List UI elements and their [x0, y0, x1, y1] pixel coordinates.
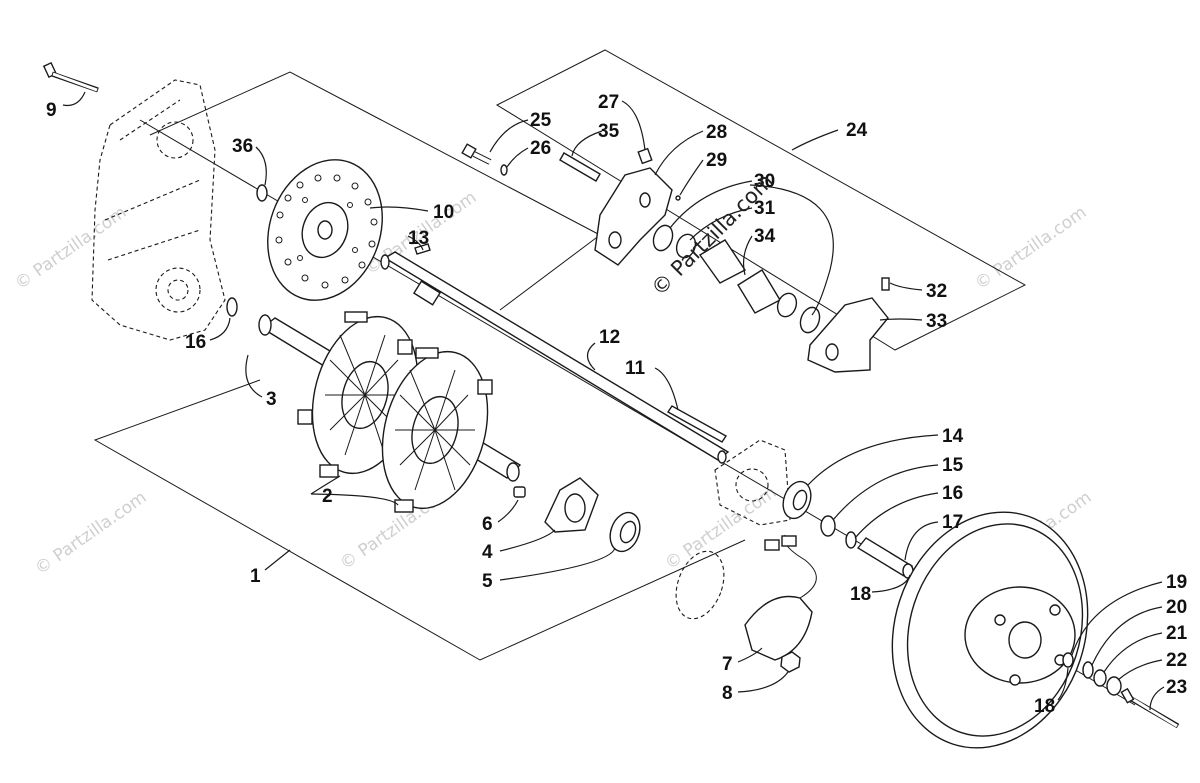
- callout-23: 23: [1166, 677, 1187, 698]
- pad-34b: [737, 269, 781, 314]
- chaincase-housing: [91, 79, 226, 341]
- callout-25: 25: [530, 110, 552, 131]
- pin-35: [559, 152, 601, 182]
- callout-12: 12: [599, 327, 620, 348]
- driven-sprocket-hub: [891, 511, 1089, 749]
- callout-22: 22: [1166, 650, 1187, 671]
- callout-6: 6: [482, 514, 493, 535]
- washer-36: [256, 184, 268, 202]
- watermark: © Partzilla.com: [31, 487, 150, 579]
- pad-34a: [698, 239, 747, 284]
- callout-26: 26: [530, 138, 551, 159]
- callout-11: 11: [625, 358, 646, 379]
- washer-19: [1062, 652, 1074, 668]
- caliper-body-28: [594, 167, 673, 266]
- sensor-7: [744, 534, 817, 661]
- callout-5: 5: [482, 571, 493, 592]
- drive-group-outline: [93, 379, 746, 661]
- cap-6: [513, 486, 526, 498]
- piston-31: [675, 233, 697, 259]
- pin-29: [675, 195, 681, 201]
- caliper-half-33: [807, 297, 889, 373]
- callout-28: 28: [706, 122, 727, 143]
- bleeder-32: [881, 277, 890, 291]
- dashed-plate: [675, 550, 725, 620]
- callout-18b: 18: [1034, 696, 1055, 717]
- seal-30b: [799, 306, 821, 334]
- bearing-housing: [714, 439, 791, 526]
- washer-15: [820, 515, 836, 537]
- callout-16a: 16: [185, 332, 206, 353]
- shaft-12: [380, 251, 730, 464]
- callout-9: 9: [46, 100, 57, 121]
- seal-30: [652, 224, 674, 252]
- bolt-9: [42, 61, 99, 93]
- callout-8: 8: [722, 683, 733, 704]
- disc-holes: [275, 174, 378, 289]
- leader-lines: [62, 91, 1165, 711]
- callout-2: 2: [322, 486, 333, 507]
- bearing-14: [782, 480, 812, 520]
- washer-22: [1106, 676, 1122, 696]
- callout-36: 36: [232, 136, 253, 157]
- watermark: © Partzilla.com: [971, 202, 1090, 294]
- callout-10: 10: [433, 202, 454, 223]
- drive-sprocket-2b: [381, 347, 493, 513]
- flange-4-bore: [564, 493, 586, 523]
- key-11: [666, 405, 728, 443]
- washer-16: [845, 531, 857, 549]
- washer-16: [226, 297, 238, 317]
- callout-17: 17: [942, 512, 963, 533]
- bearing-housing-bore: [735, 468, 769, 502]
- brake-disc-10: [267, 159, 383, 301]
- watermark: © Partzilla.com: [11, 202, 130, 294]
- callout-13: 13: [408, 228, 429, 249]
- callout-29: 29: [706, 150, 727, 171]
- washer-21: [1093, 669, 1107, 687]
- bleeder-27: [637, 147, 653, 165]
- callout-27: 27: [598, 92, 619, 113]
- nut-8: [780, 651, 801, 673]
- callout-4: 4: [482, 542, 493, 563]
- callout-32: 32: [926, 281, 947, 302]
- callout-18a: 18: [850, 584, 871, 605]
- upper-group-outline: [149, 71, 601, 311]
- callout-1: 1: [250, 566, 261, 587]
- washer-20: [1082, 661, 1094, 679]
- callout-7: 7: [722, 654, 733, 675]
- callout-14: 14: [942, 426, 964, 447]
- callout-31: 31: [754, 198, 776, 219]
- bolt-23: [1120, 687, 1180, 729]
- callout-16b: 16: [942, 483, 963, 504]
- caliper-bolt-25: [461, 143, 492, 165]
- caliper-group-outline: [495, 49, 1027, 351]
- callout-19: 19: [1166, 572, 1187, 593]
- callout-21: 21: [1166, 623, 1188, 644]
- callout-20: 20: [1166, 597, 1187, 618]
- piston-31b: [776, 292, 798, 318]
- callout-3: 3: [266, 389, 277, 410]
- callout-33: 33: [926, 311, 947, 332]
- washer-26: [500, 164, 508, 176]
- callout-34: 34: [754, 226, 776, 247]
- bearing-5: [609, 511, 641, 553]
- callout-24: 24: [846, 120, 868, 141]
- callout-15: 15: [942, 455, 964, 476]
- callout-numbers: 9 36 10 13 16 3 2 12 11 1 6 4 5 7 8 14 1…: [46, 92, 1188, 717]
- callout-35: 35: [598, 121, 620, 142]
- callout-30: 30: [754, 171, 775, 192]
